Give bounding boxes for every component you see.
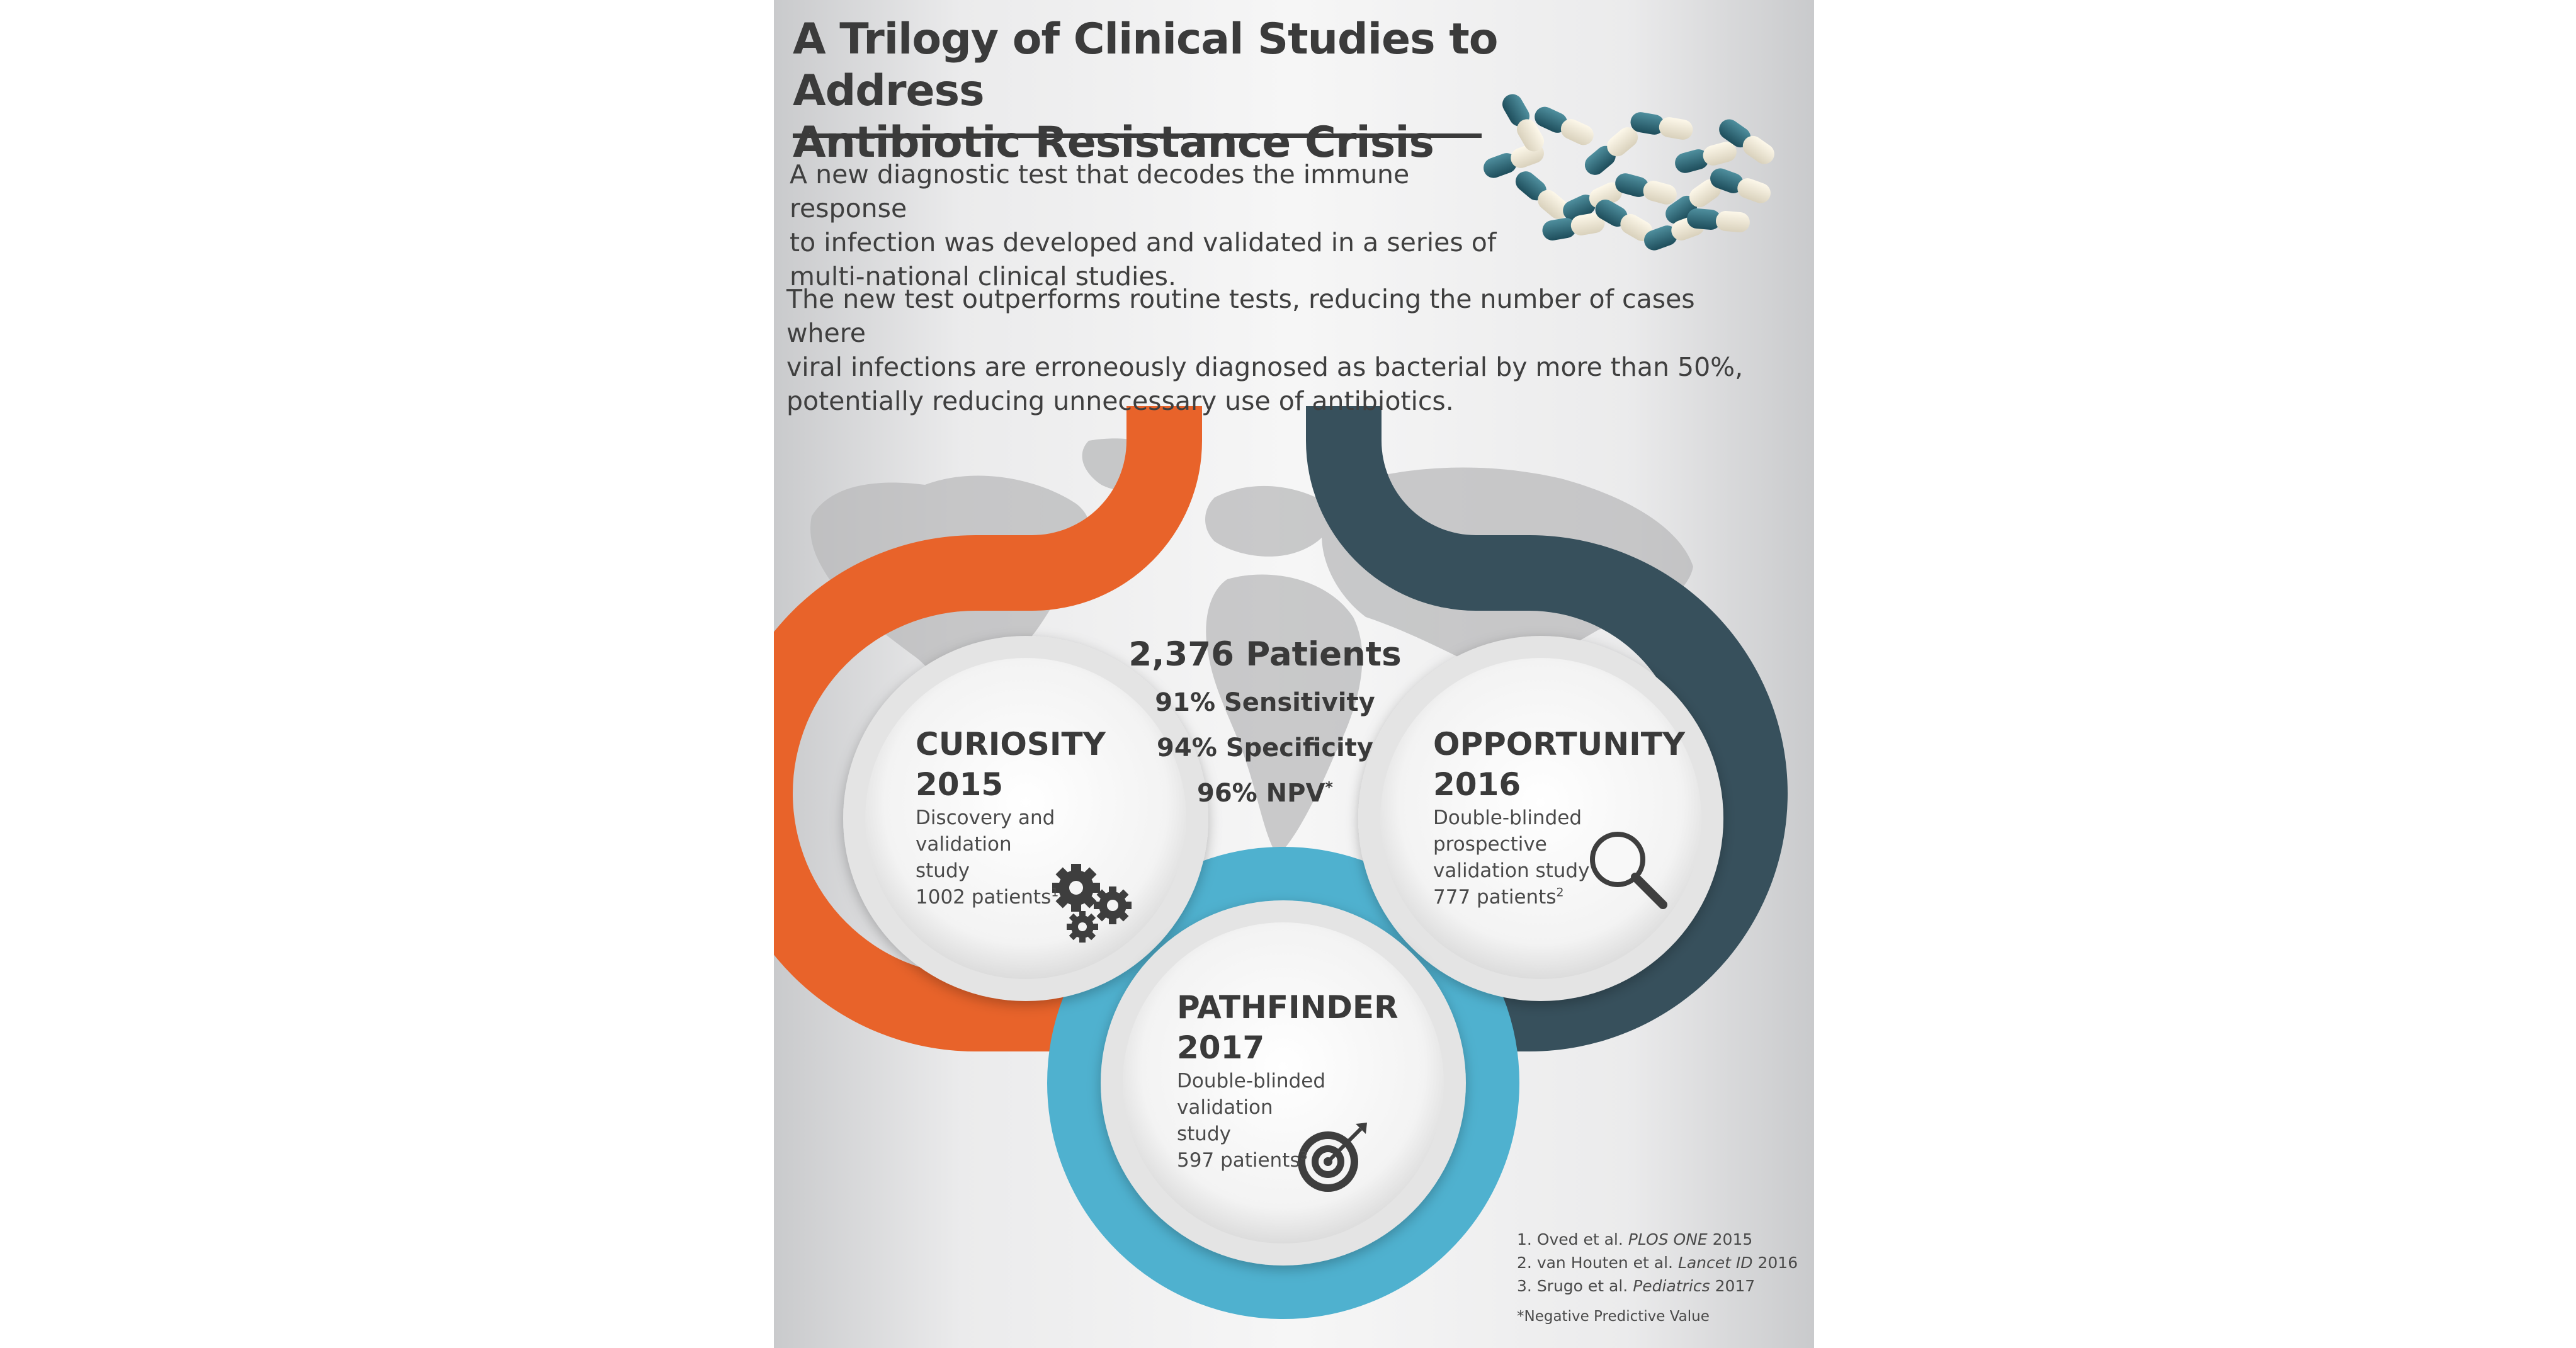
target-icon [1298, 1123, 1367, 1192]
study-year: 2017 [1177, 1029, 1265, 1066]
gears-icon [1052, 864, 1132, 943]
reference-list: 1. Oved et al. PLOS ONE 2015 2. van Hout… [1517, 1228, 1807, 1298]
title-line-2: Antibiotic Resistance Crisis [793, 118, 1434, 167]
study-name: OPPORTUNITY [1433, 726, 1686, 762]
reference-authors: van Houten et al. [1536, 1254, 1673, 1272]
intro-2-line: viral infections are erroneously diagnos… [786, 352, 1744, 382]
reference-number: 3. [1517, 1277, 1532, 1295]
pathfinder-study: PATHFINDER 2017 Double-blinded validatio… [1177, 987, 1404, 1174]
study-description: Double-blinded validation [1177, 1070, 1326, 1119]
study-description: Double-blinded prospective [1433, 807, 1582, 856]
study-description: validation study [1433, 859, 1590, 882]
intro-2-line: The new test outperforms routine tests, … [786, 284, 1695, 348]
npv-stat: 96% NPV* [1126, 771, 1404, 816]
study-description: Discovery and validation [916, 807, 1055, 856]
npv-footnote: *Negative Predictive Value [1517, 1308, 1710, 1325]
study-name: CURIOSITY [916, 726, 1106, 762]
intro-1-line: multi-national clinical studies. [790, 261, 1177, 292]
reference-year: 2017 [1715, 1277, 1756, 1295]
reference-number: 2. [1517, 1254, 1532, 1272]
page-title: A Trilogy of Clinical Studies to Address… [793, 14, 1548, 169]
pathfinder-ring [1047, 847, 1519, 1319]
study-description: study [916, 859, 970, 882]
infographic-poster: A Trilogy of Clinical Studies to Address… [774, 0, 1814, 1348]
intro-paragraph-2: The new test outperforms routine tests, … [786, 282, 1769, 418]
reference-mark: 2 [1556, 885, 1564, 900]
sensitivity-stat: 91% Sensitivity [1155, 688, 1375, 717]
reference-item: 1. Oved et al. PLOS ONE 2015 [1517, 1228, 1807, 1251]
curiosity-study: CURIOSITY 2015 Discovery and validation … [916, 724, 1142, 910]
intro-paragraph-1: A new diagnostic test that decodes the i… [790, 157, 1520, 293]
reference-mark: 1 [1051, 885, 1059, 900]
intro-2-line: potentially reducing unnecessary use of … [786, 386, 1454, 416]
total-patients: 2,376 Patients [1128, 635, 1402, 674]
intro-1-line: to infection was developed and validated… [790, 227, 1497, 258]
npv-label: 96% NPV [1197, 779, 1325, 808]
title-divider [793, 133, 1482, 138]
magnifier-icon [1590, 832, 1667, 909]
africa-shape [1206, 574, 1363, 856]
study-year: 2015 [916, 766, 1004, 803]
npv-footnote-mark: * [1325, 778, 1333, 796]
pathfinder-disc [1123, 922, 1444, 1243]
reference-authors: Srugo et al. [1536, 1277, 1628, 1295]
reference-journal: Pediatrics [1633, 1277, 1710, 1295]
trilogy-graphic [774, 90, 1788, 1319]
reference-mark: 3 [1300, 1148, 1308, 1163]
patients-count: 777 patients [1433, 886, 1557, 909]
reference-year: 2016 [1757, 1254, 1798, 1272]
references: 1. Oved et al. PLOS ONE 2015 2. van Hout… [1517, 1228, 1807, 1328]
study-description: study [1177, 1123, 1231, 1145]
reference-number: 1. [1517, 1230, 1532, 1249]
opportunity-disc [1380, 658, 1701, 979]
opportunity-study: OPPORTUNITY 2016 Double-blinded prospect… [1433, 724, 1685, 910]
study-patients: 597 patients3 [1177, 1147, 1404, 1174]
curiosity-ribbon [774, 406, 1202, 1051]
europe-shape [1205, 485, 1332, 557]
reference-year: 2015 [1712, 1230, 1753, 1249]
patients-count: 597 patients [1177, 1149, 1300, 1172]
reference-item: 2. van Houten et al. Lancet ID 2016 [1517, 1251, 1807, 1274]
study-patients: 1002 patients1 [916, 884, 1142, 910]
specificity-stat: 94% Specificity [1157, 733, 1373, 762]
reference-item: 3. Srugo et al. Pediatrics 2017 [1517, 1274, 1807, 1298]
summary-stats: 2,376 Patients 91% Sensitivity 94% Speci… [1126, 630, 1404, 816]
reference-journal: PLOS ONE [1628, 1230, 1708, 1249]
intro-1-line: A new diagnostic test that decodes the i… [790, 159, 1410, 224]
study-name: PATHFINDER [1177, 989, 1399, 1026]
title-line-1: A Trilogy of Clinical Studies to Address [793, 14, 1499, 116]
reference-authors: Oved et al. [1536, 1230, 1623, 1249]
patients-count: 1002 patients [916, 886, 1052, 909]
study-year: 2016 [1433, 766, 1521, 803]
reference-journal: Lancet ID [1677, 1254, 1753, 1272]
study-patients: 777 patients2 [1433, 884, 1685, 910]
